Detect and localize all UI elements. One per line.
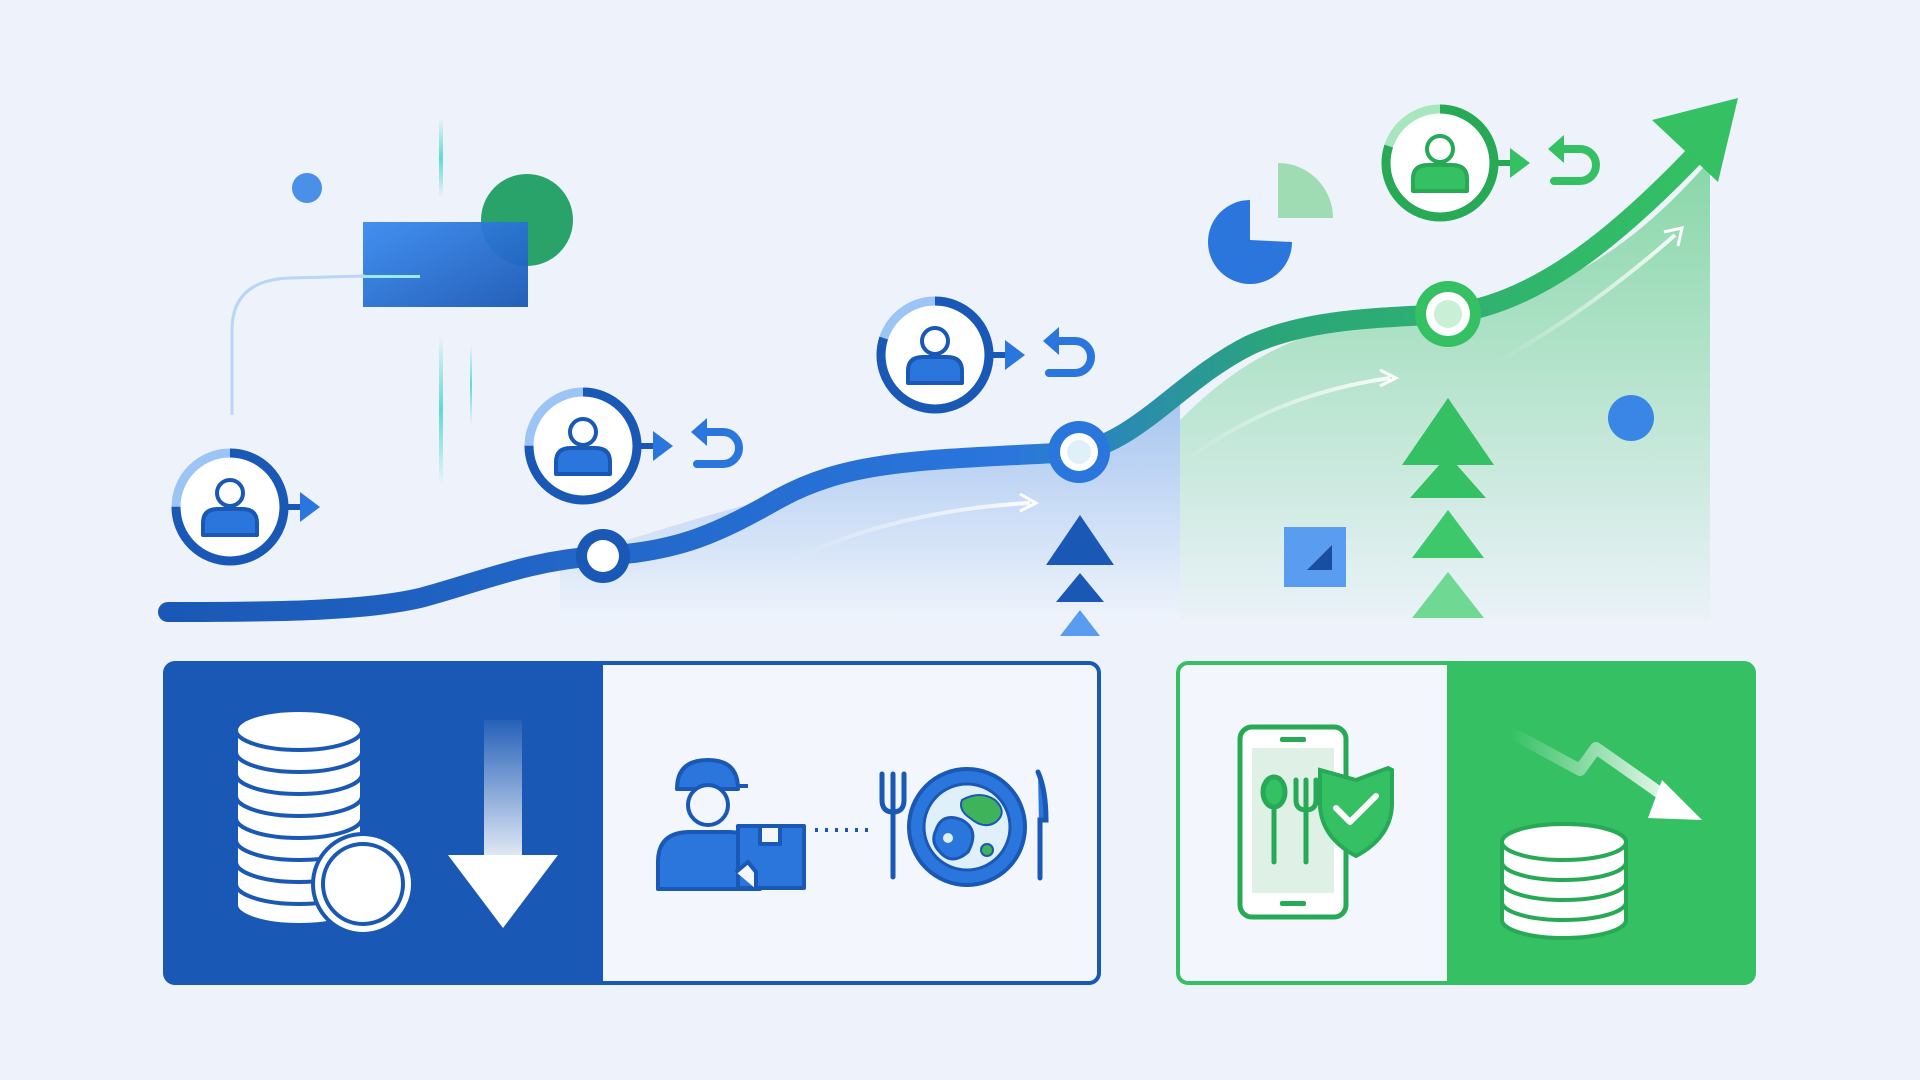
up-triangle-icon: [1060, 610, 1100, 636]
user-stage-1: [171, 448, 320, 566]
up-triangle-icon: [1046, 515, 1114, 565]
green-up-triangles: [1402, 398, 1494, 618]
teal-light-line-thin: [470, 345, 472, 425]
return-arrow-icon: [1043, 327, 1095, 377]
delivery-person-icon: [656, 758, 806, 891]
teal-light-line: [439, 118, 443, 198]
right-panel: [1176, 661, 1756, 985]
up-triangle-icon: [1402, 398, 1494, 465]
curve-node-3: [1415, 281, 1481, 347]
down-arrow-icon: [448, 720, 558, 928]
up-triangle-icon: [1410, 455, 1486, 498]
user-icon: [906, 326, 964, 385]
fork-icon: [1293, 777, 1319, 865]
dinner-plate-icon: [879, 767, 1049, 887]
user-stage-4: [1381, 104, 1600, 222]
motion-streaks: [789, 226, 1684, 562]
play-arrow-icon: [639, 431, 673, 461]
shield-check-icon: [1318, 765, 1394, 859]
user-icon: [201, 478, 259, 537]
blue-glass-rect: [363, 222, 528, 307]
curve-nodes: [576, 281, 1481, 583]
up-triangle-icon: [1056, 573, 1104, 602]
phone-food-shield-icon: [1237, 724, 1394, 920]
play-arrow-icon: [991, 340, 1025, 370]
pie-chart-icon: [1208, 163, 1333, 284]
left-panel-blue-segment: [165, 663, 603, 983]
area-fills: [560, 160, 1710, 620]
progress-ring: [171, 448, 289, 566]
user-icon: [1411, 134, 1469, 193]
fork-icon: [879, 771, 907, 880]
spoon-icon: [1260, 774, 1288, 865]
coin-stack-icon: [234, 708, 415, 936]
glow-bar: [360, 275, 420, 278]
trend-down-arrow-icon: [1507, 726, 1702, 820]
play-arrow-icon: [1496, 148, 1530, 178]
return-arrow-icon: [691, 418, 743, 468]
growth-arrow-head: [1652, 98, 1738, 182]
curve-node-1: [576, 529, 630, 583]
return-arrow-icon: [1548, 135, 1600, 185]
blue-orb: [1608, 395, 1654, 441]
up-triangle-icon: [1412, 572, 1484, 618]
left-panel: [163, 661, 1101, 985]
play-arrow-icon: [286, 492, 320, 522]
progress-ring: [1381, 104, 1499, 222]
coin-stack-small-icon: [1500, 822, 1628, 940]
decorations-top-left: [230, 118, 573, 485]
diagonal-square-icon: [1284, 527, 1346, 587]
decorations-right: [1208, 163, 1654, 587]
up-triangle-icon: [1412, 510, 1484, 558]
user-stage-3: [876, 296, 1095, 414]
green-area-fill: [1180, 160, 1710, 620]
milestones: [171, 104, 1600, 566]
knife-icon: [1035, 769, 1049, 881]
connector-line: [230, 274, 366, 415]
curve-node-2: [1048, 421, 1110, 483]
progress-ring: [524, 387, 642, 505]
progress-ring: [876, 296, 994, 414]
user-icon: [554, 417, 612, 476]
blue-up-triangles: [1046, 515, 1114, 636]
user-stage-2: [524, 387, 743, 505]
small-blue-dot: [292, 173, 322, 203]
teal-light-line-lower: [439, 335, 443, 485]
